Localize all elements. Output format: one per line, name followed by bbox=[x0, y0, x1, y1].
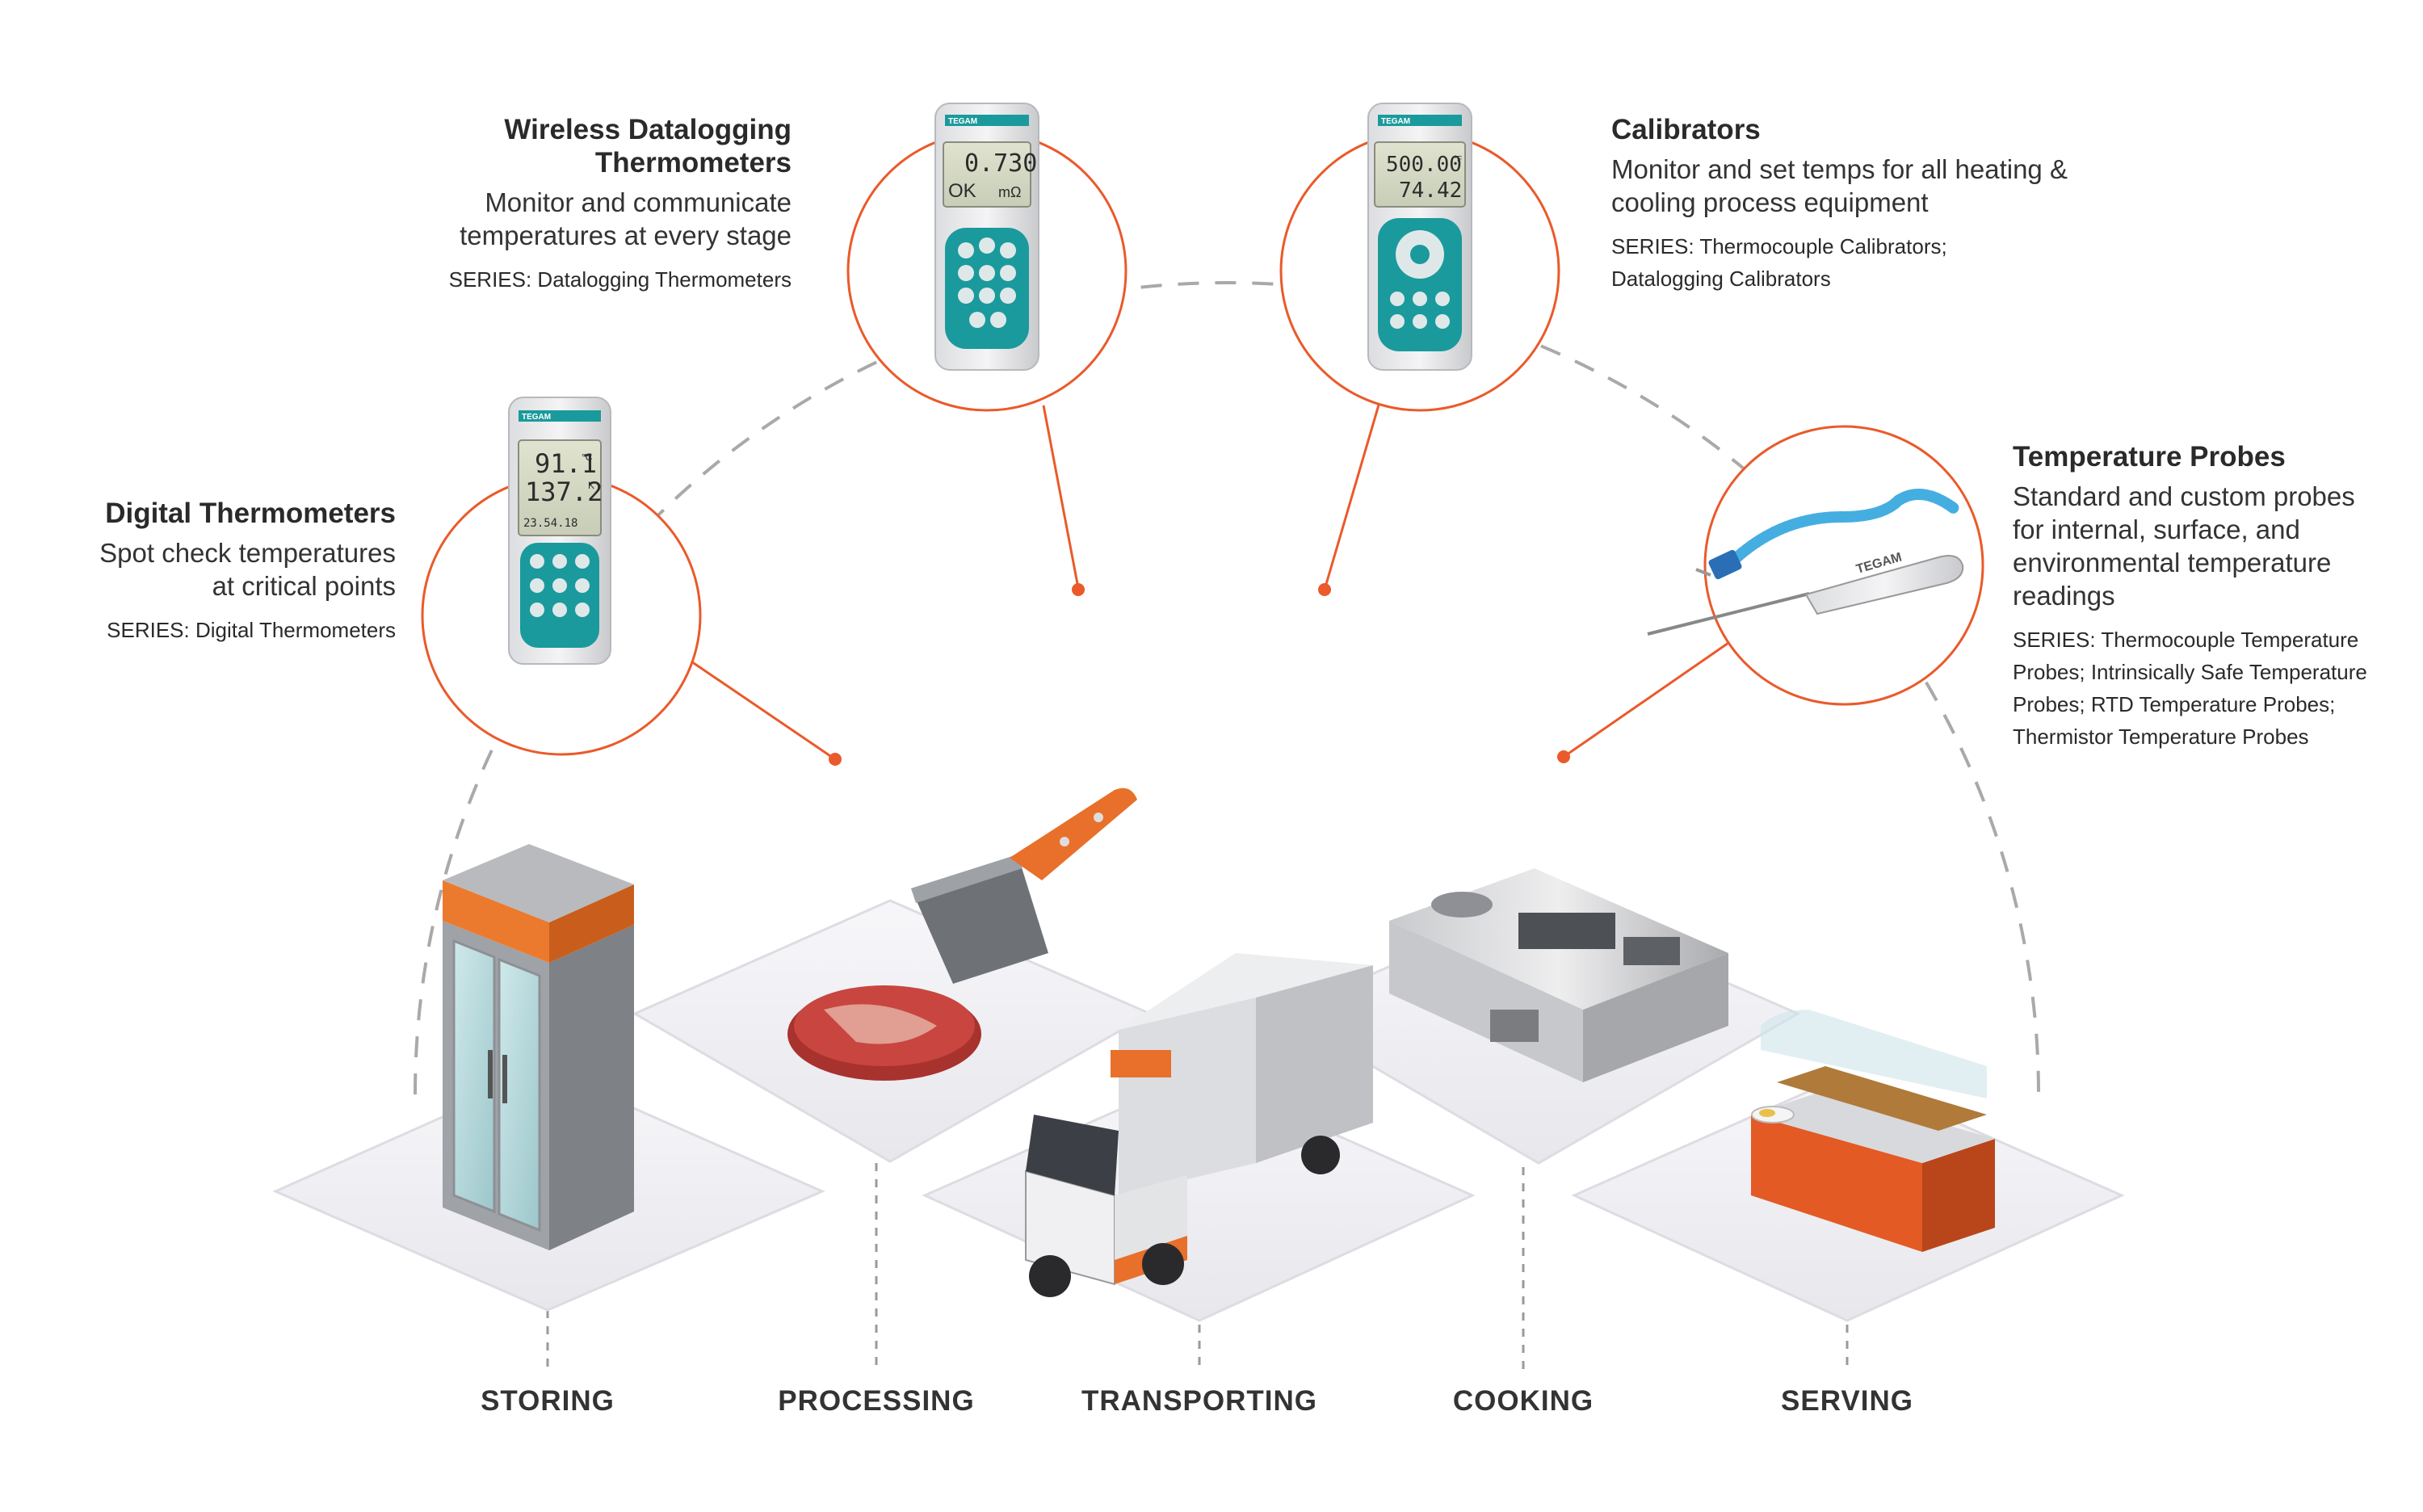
steak-cleaver-illustration bbox=[787, 788, 1137, 1081]
truck-illustration bbox=[1025, 953, 1373, 1297]
calibrators-series-1: SERIES: Thermocouple Calibrators; bbox=[1611, 234, 1947, 258]
digital-line2: 137.2 bbox=[525, 477, 603, 507]
digital-title: Digital Thermometers bbox=[105, 498, 396, 529]
probes-series-1: SERIES: Thermocouple Temperature bbox=[2013, 628, 2359, 652]
connector-dot-serving bbox=[1557, 750, 1570, 763]
calibrator-brand: TEGAM bbox=[1381, 117, 1410, 126]
wireless-line2b: mΩ bbox=[998, 184, 1021, 200]
wireless-thermometer-device: TEGAM 0.730 OK mΩ bbox=[934, 103, 1039, 371]
stage-label-storing: STORING bbox=[481, 1385, 615, 1417]
probes-title: Temperature Probes bbox=[2013, 441, 2286, 472]
stage-label-cooking: COOKING bbox=[1452, 1385, 1594, 1417]
probes-desc-2: for internal, surface, and bbox=[2013, 514, 2300, 544]
serving-counter-illustration bbox=[1751, 1010, 1995, 1252]
fridge-illustration bbox=[443, 844, 634, 1250]
calibrator-unit1: °F bbox=[1454, 155, 1462, 164]
kitchen-range-illustration bbox=[1389, 868, 1728, 1082]
wireless-title-2: Thermometers bbox=[594, 147, 792, 178]
digital-thermometer-device: TEGAM 91.1 °C 137.2 K 23.54.18 bbox=[508, 397, 611, 665]
connector-lines bbox=[668, 401, 1729, 761]
wireless-brand: TEGAM bbox=[948, 117, 977, 126]
digital-desc-2: at critical points bbox=[212, 571, 396, 601]
product-block-digital: Digital Thermometers Spot check temperat… bbox=[81, 497, 396, 646]
wireless-line1: 0.730 bbox=[964, 149, 1037, 178]
digital-series: SERIES: Digital Thermometers bbox=[107, 618, 396, 642]
digital-unit2: K bbox=[588, 480, 594, 491]
probes-series-4: Thermistor Temperature Probes bbox=[2013, 724, 2309, 749]
probes-series-3: Probes; RTD Temperature Probes; bbox=[2013, 692, 2336, 716]
calibrator-line1: 500.00 bbox=[1386, 153, 1462, 177]
digital-line3: 23.54.18 bbox=[523, 517, 577, 530]
digital-brand: TEGAM bbox=[522, 413, 551, 422]
calibrators-desc-2: cooling process equipment bbox=[1611, 187, 1929, 217]
probes-desc-4: readings bbox=[2013, 581, 2115, 611]
probes-desc-3: environmental temperature bbox=[2013, 548, 2332, 578]
digital-unit1: °C bbox=[582, 452, 593, 463]
calibrators-desc-1: Monitor and set temps for all heating & bbox=[1611, 154, 2068, 184]
wireless-desc-2: temperatures at every stage bbox=[460, 220, 792, 250]
wireless-series: SERIES: Datalogging Thermometers bbox=[448, 267, 792, 292]
product-block-wireless: Wireless Datalogging Thermometers Monito… bbox=[388, 113, 792, 296]
connector-dot-cooking bbox=[1318, 583, 1331, 596]
connector-dot-processing bbox=[829, 753, 842, 766]
probes-series-2: Probes; Intrinsically Safe Temperature bbox=[2013, 660, 2367, 684]
wireless-title-1: Wireless Datalogging bbox=[504, 114, 792, 145]
digital-line1: 91.1 bbox=[535, 448, 597, 479]
product-block-calibrators: Calibrators Monitor and set temps for al… bbox=[1611, 113, 2128, 295]
temperature-probe-device: TEGAM bbox=[1647, 489, 1964, 636]
stage-label-transporting: TRANSPORTING bbox=[1081, 1385, 1317, 1417]
connector-dot-transporting bbox=[1072, 583, 1085, 596]
calibrators-title: Calibrators bbox=[1611, 114, 1761, 145]
calibrator-line2: 74.42 bbox=[1399, 178, 1462, 203]
stage-label-serving: SERVING bbox=[1781, 1385, 1913, 1417]
stage-label-processing: PROCESSING bbox=[778, 1385, 975, 1417]
calibrator-device: TEGAM 500.00 °F 74.42 bbox=[1367, 103, 1472, 371]
stage-drop-lines bbox=[546, 1163, 1849, 1373]
digital-desc-1: Spot check temperatures bbox=[99, 538, 396, 568]
calibrators-series-2: Datalogging Calibrators bbox=[1611, 267, 1831, 291]
probes-desc-1: Standard and custom probes bbox=[2013, 481, 2355, 511]
wireless-line2a: OK bbox=[948, 180, 976, 202]
wireless-desc-1: Monitor and communicate bbox=[485, 187, 792, 217]
product-block-probes: Temperature Probes Standard and custom p… bbox=[2013, 440, 2417, 753]
